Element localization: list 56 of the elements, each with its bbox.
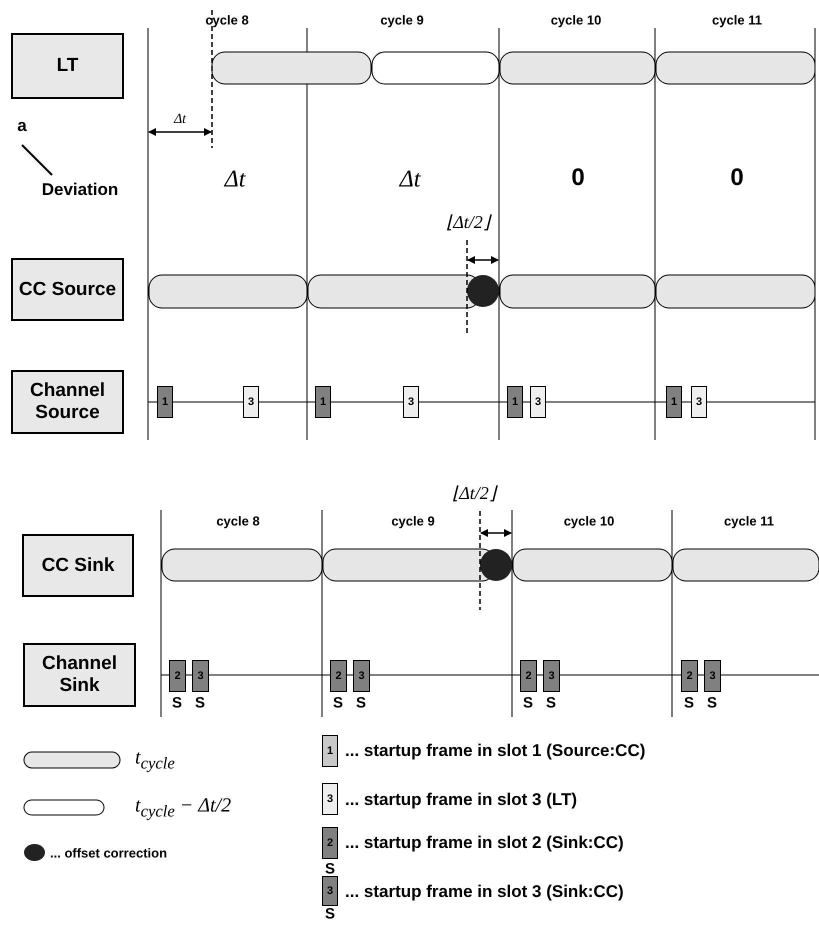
startup-frame: 3 (403, 386, 419, 418)
half-delta-label: ⌊Δt/2⌋ (452, 482, 496, 504)
cycle-label: cycle 10 (564, 514, 614, 528)
deviation-value: 0 (730, 164, 744, 192)
legend-text: ... startup frame in slot 1 (Source:CC) (345, 741, 646, 761)
cycle-label: cycle 11 (724, 514, 774, 528)
legend-text: ... startup frame in slot 3 (LT) (345, 790, 578, 810)
startup-frame: 2 (520, 660, 537, 692)
startup-frame: 2 (681, 660, 698, 692)
legend-text: t$_{cycle}$ − Δt/2 (135, 794, 232, 822)
startup-frame: 1 (322, 735, 338, 767)
startup-frame: 3 (543, 660, 560, 692)
lane-label-box: LT (11, 33, 124, 99)
startup-frame: 3 (353, 660, 370, 692)
sink-marker: S (707, 696, 717, 710)
cycle-label: cycle 9 (391, 514, 435, 528)
lane-label-box: CC Sink (22, 534, 134, 597)
sink-marker: S (325, 906, 335, 922)
cycle-label: cycle 8 (216, 514, 260, 528)
startup-frame: 3 (530, 386, 546, 418)
axis-label: Deviation (42, 180, 118, 200)
legend-text: t$_{cycle}$ (135, 746, 175, 774)
cycle-label: cycle 8 (205, 12, 249, 28)
lane-label-box: Channel Sink (23, 643, 136, 707)
axis-label: a (17, 116, 27, 136)
sink-marker: S (333, 696, 343, 710)
sink-marker: S (546, 696, 556, 710)
startup-frame: 1 (157, 386, 173, 418)
cycle-label: cycle 11 (712, 12, 762, 28)
startup-frame: 2 (322, 827, 338, 859)
sink-marker: S (684, 696, 694, 710)
startup-frame: 1 (666, 386, 682, 418)
startup-frame: 1 (507, 386, 523, 418)
cycle-label: cycle 10 (550, 12, 602, 28)
half-delta-label: ⌊Δt/2⌋ (446, 211, 490, 233)
legend-text: ... startup frame in slot 3 (Sink:CC) (345, 882, 624, 902)
legend-text: ... offset correction (50, 846, 168, 860)
sink-marker: S (523, 696, 533, 710)
cycle-label: cycle 9 (380, 12, 424, 28)
startup-frame: 3 (192, 660, 209, 692)
startup-frame: 1 (315, 386, 331, 418)
sink-marker: S (172, 696, 182, 710)
lane-label-box: Channel Source (11, 370, 124, 434)
sink-marker: S (356, 696, 366, 710)
deviation-value: 0 (571, 164, 585, 192)
sink-marker: S (195, 696, 205, 710)
startup-frame: 3 (691, 386, 707, 418)
startup-frame: 3 (243, 386, 259, 418)
startup-frame: 3 (322, 783, 338, 815)
lane-label-box: CC Source (11, 258, 124, 321)
startup-frame: 3 (704, 660, 721, 692)
sink-marker: S (325, 862, 335, 876)
legend-text: ... startup frame in slot 2 (Sink:CC) (345, 833, 624, 853)
startup-frame: 2 (330, 660, 347, 692)
startup-frame: 2 (169, 660, 186, 692)
startup-frame: 3 (322, 876, 338, 906)
